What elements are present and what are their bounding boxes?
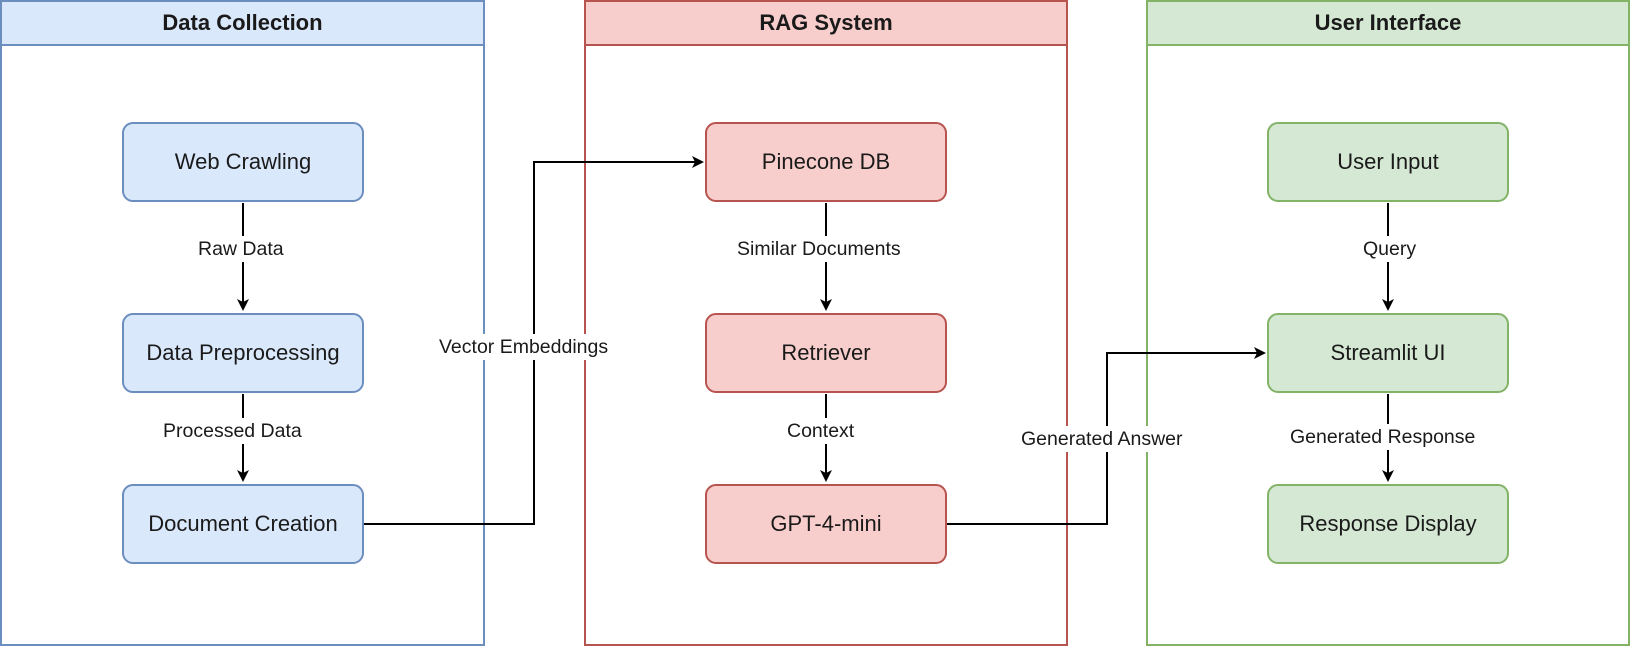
node-streamlit-ui: Streamlit UI [1267,313,1509,393]
edge-label-processed-data: Processed Data [160,418,305,444]
node-user-input: User Input [1267,122,1509,202]
lane-user-interface: User Interface [1146,0,1630,646]
lane-title-rag-system: RAG System [586,2,1066,46]
edge-label-similar-documents: Similar Documents [734,236,904,262]
edge-label-generated-response: Generated Response [1287,424,1479,450]
edge-label-raw-data: Raw Data [195,236,287,262]
node-web-crawling: Web Crawling [122,122,364,202]
edge-label-vector-embeddings: Vector Embeddings [436,334,612,360]
lane-data-collection: Data Collection [0,0,485,646]
node-retriever: Retriever [705,313,947,393]
node-data-preprocessing: Data Preprocessing [122,313,364,393]
node-response-display: Response Display [1267,484,1509,564]
edge-label-generated-answer: Generated Answer [1018,426,1186,452]
node-gpt-4-mini: GPT-4-mini [705,484,947,564]
lane-title-data-collection: Data Collection [2,2,483,46]
edge-label-context: Context [784,418,858,444]
node-pinecone-db: Pinecone DB [705,122,947,202]
edge-label-query: Query [1360,236,1420,262]
lane-title-user-interface: User Interface [1148,2,1628,46]
node-document-creation: Document Creation [122,484,364,564]
lane-rag-system: RAG System [584,0,1068,646]
